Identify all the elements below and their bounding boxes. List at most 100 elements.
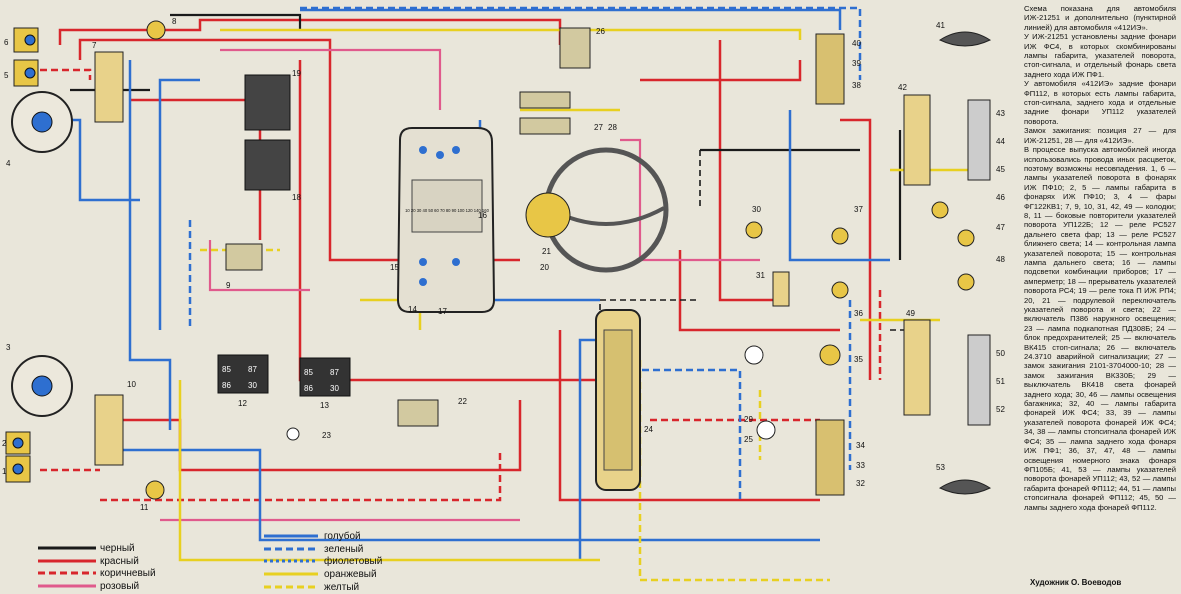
- label-38: 38: [852, 81, 861, 90]
- label-16: 16: [478, 211, 487, 220]
- label-41: 41: [936, 21, 945, 30]
- label-51: 51: [996, 377, 1005, 386]
- label-26: 26: [596, 27, 605, 36]
- relay-13-pin-86: 86: [304, 384, 313, 393]
- legend-orange: оранжевый: [324, 569, 377, 580]
- steering-wheel: [525, 147, 669, 273]
- relay-12-pin-30: 30: [248, 381, 257, 390]
- label-7: 7: [92, 41, 97, 50]
- relay-18: [244, 139, 291, 191]
- legend-red: красный: [100, 556, 139, 567]
- ignition-lock-26: [559, 27, 591, 69]
- label-34: 34: [856, 441, 865, 450]
- label-10: 10: [127, 380, 136, 389]
- relays: 85 87 86 30 85 87 86 30: [217, 74, 351, 397]
- label-47: 47: [996, 223, 1005, 232]
- label-39: 39: [852, 59, 861, 68]
- rear-lamp-block-32-34: [815, 419, 845, 496]
- label-13: 13: [320, 401, 329, 410]
- artist-credit: Художник О. Воеводов: [1030, 578, 1122, 587]
- fuse-block-24: [595, 309, 641, 491]
- label-35: 35: [854, 355, 863, 364]
- label-24: 24: [644, 425, 653, 434]
- caption-text: Схема показана для автомобиля ИЖ-21251 и…: [1024, 4, 1176, 512]
- caption-para-2: У ИЖ-21251 установлены задние фонари ИЖ …: [1024, 32, 1176, 79]
- label-28: 28: [608, 123, 617, 132]
- relay-12-pin-87: 87: [248, 365, 257, 374]
- speedometer-scale: 10 20 30 40 50 60 70 80 90 100 120 140 1…: [405, 208, 489, 213]
- label-42: 42: [898, 83, 907, 92]
- label-15: 15: [390, 263, 399, 272]
- legend-pink: розовый: [100, 581, 139, 592]
- turn-lamp-41: [938, 31, 992, 47]
- caption-para-4: Замок зажигания: позиция 27 — для ИЖ-212…: [1024, 126, 1176, 145]
- label-23: 23: [322, 431, 331, 440]
- label-25: 25: [744, 435, 753, 444]
- label-9: 9: [226, 281, 231, 290]
- relay-12-pin-85: 85: [222, 365, 231, 374]
- label-37: 37: [854, 205, 863, 214]
- legend-black: черный: [100, 543, 135, 554]
- color-legend: черный красный коричневый розовый голубо…: [38, 530, 382, 593]
- switch-9: [225, 243, 263, 271]
- legend-violet: фиолетовый: [324, 555, 382, 567]
- switches: [145, 20, 591, 500]
- label-32: 32: [856, 479, 865, 488]
- label-20: 20: [540, 263, 549, 272]
- relay-12-pin-86: 86: [222, 381, 231, 390]
- label-31: 31: [756, 271, 765, 280]
- label-12: 12: [238, 399, 247, 408]
- underhood-lamp-23: [286, 427, 300, 441]
- label-50: 50: [996, 349, 1005, 358]
- label-40: 40: [852, 39, 861, 48]
- relay-13-pin-87: 87: [330, 368, 339, 377]
- connector-blocks: [94, 51, 931, 466]
- rear-lamp-block-38-40: [815, 33, 845, 105]
- wiring-diagram: 85 87 86 30 85 87 86 30 10 20 30 40 50 6…: [2, 6, 1005, 593]
- label-48: 48: [996, 255, 1005, 264]
- label-46: 46: [996, 193, 1005, 202]
- label-53: 53: [936, 463, 945, 472]
- label-22: 22: [458, 397, 467, 406]
- caption-para-5: В процессе выпуска автомобилей иногда ис…: [1024, 145, 1176, 512]
- instrument-cluster: 10 20 30 40 50 60 70 80 90 100 120 140 1…: [396, 127, 496, 313]
- label-8: 8: [172, 17, 177, 26]
- ignition-lock-27: [519, 117, 571, 135]
- side-repeater-8: [146, 20, 166, 40]
- component-labels: 1 2 3 4 5 6 7 8 9 10 11 12 13 14 15 16 1…: [2, 17, 1005, 512]
- connector-31: [772, 271, 790, 307]
- label-6: 6: [4, 38, 9, 47]
- label-4: 4: [6, 159, 11, 168]
- rear-lamps: [744, 31, 992, 496]
- connector-10: [94, 394, 124, 466]
- label-33: 33: [856, 461, 865, 470]
- connector-49: [903, 319, 931, 416]
- relay-13-pin-85: 85: [304, 368, 313, 377]
- label-5: 5: [4, 71, 9, 80]
- turn-lamp-53: [938, 479, 992, 495]
- label-2: 2: [2, 439, 7, 448]
- legend-yellow: желтый: [324, 582, 359, 593]
- label-14: 14: [408, 305, 417, 314]
- relay-13-pin-30: 30: [330, 384, 339, 393]
- connector-7: [94, 51, 124, 123]
- label-43: 43: [996, 109, 1005, 118]
- label-1: 1: [2, 467, 7, 476]
- rear-lamp-block-43-45: [967, 99, 991, 181]
- relay-13: [299, 357, 351, 397]
- caption-para-1: Схема показана для автомобиля ИЖ-21251 и…: [1024, 4, 1176, 32]
- legend-green: зеленый: [324, 544, 363, 555]
- ignition-lock-28: [519, 91, 571, 109]
- label-17: 17: [438, 307, 447, 316]
- label-11: 11: [140, 503, 149, 512]
- label-45: 45: [996, 165, 1005, 174]
- connector-42: [903, 94, 931, 186]
- label-19: 19: [292, 69, 301, 78]
- caption-para-3: У автомобиля «412ИЭ» задние фонари ФП112…: [1024, 79, 1176, 126]
- legend-light-blue: голубой: [324, 530, 361, 542]
- rear-lamp-block-50-52: [967, 334, 991, 426]
- relay-12: [217, 354, 269, 394]
- label-18: 18: [292, 193, 301, 202]
- label-52: 52: [996, 405, 1005, 414]
- label-21: 21: [542, 247, 551, 256]
